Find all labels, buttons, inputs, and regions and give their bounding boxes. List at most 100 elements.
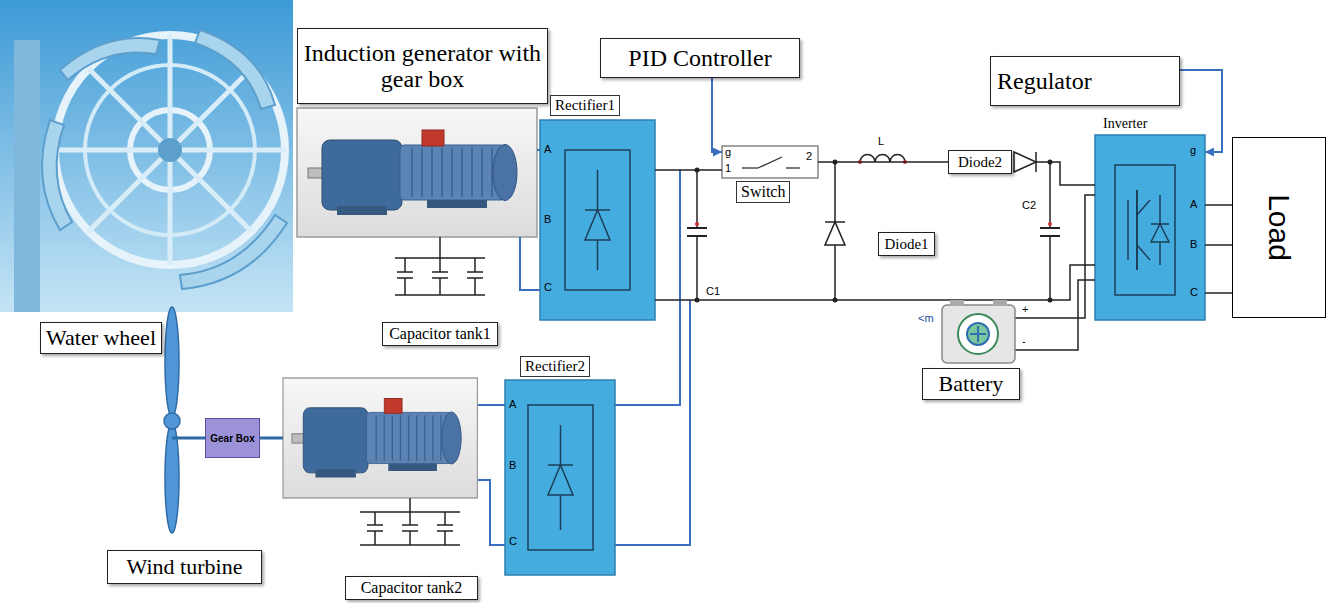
battery-picture: [942, 300, 1015, 363]
water-wheel-picture: [180, 215, 287, 289]
capacitor-bank-symbol: [474, 258, 476, 272]
rectifier-block: [540, 120, 655, 320]
inductor-symbol: [860, 155, 905, 163]
circuit-wire: [1205, 244, 1232, 246]
inverter-block: [1127, 200, 1129, 260]
capacitor-marker: [1048, 222, 1052, 226]
node-label: Capacitor tank2: [361, 579, 463, 597]
diode-symbol: [1014, 152, 1036, 172]
water-wheel-picture: [14, 40, 40, 312]
inverter-block: [1095, 135, 1205, 320]
capacitor-bank-symbol: [439, 237, 441, 258]
pin-label: -: [1022, 336, 1026, 347]
controller-box: PID Controller: [600, 38, 800, 78]
inverter-block: [1115, 165, 1175, 295]
inverter-block: [1136, 190, 1138, 270]
capacitor-bank-symbol: [467, 271, 483, 273]
capacitor-bank-symbol: [404, 278, 406, 295]
rectifier-block: [585, 209, 610, 211]
circuit-wire: [1015, 280, 1095, 350]
label-box: Battery: [922, 368, 1020, 400]
capacitor-bank-symbol: [374, 512, 376, 525]
junction-dot: [695, 160, 1053, 303]
capacitor-symbol: [1040, 227, 1060, 229]
label-box: Capacitor tank1: [382, 322, 498, 346]
capacitor-bank-symbol: [444, 512, 446, 525]
node-label: Induction generator with gear box: [298, 40, 547, 93]
rectifier-block: [548, 464, 573, 466]
pin-label: <m: [918, 313, 934, 324]
inverter-block: [1137, 200, 1150, 215]
capacitor-marker: [695, 222, 1052, 226]
circuit-wire: [696, 236, 698, 300]
rectifier-block: [505, 380, 615, 575]
wind-turbine-picture: [172, 437, 205, 440]
capacitor-bank-symbol: [409, 512, 411, 525]
node-label: Regulator: [997, 68, 1092, 94]
rectifier-block: [548, 465, 573, 495]
switch-block: [742, 167, 758, 168]
rectifier-block: [565, 150, 630, 290]
capacitor-symbol: [1040, 235, 1060, 237]
water-wheel-picture: [60, 38, 160, 80]
pin-label: A: [509, 399, 516, 410]
pin-label: +: [1022, 304, 1028, 315]
capacitor-symbol: [687, 235, 707, 237]
water-wheel-picture: [0, 0, 293, 312]
pin-label: A: [544, 144, 551, 155]
pin-label: C1: [706, 286, 720, 297]
label-box: Water wheel: [40, 322, 162, 354]
node-label: PID Controller: [628, 45, 771, 71]
pin-label: C2: [1022, 200, 1036, 211]
capacitor-bank-symbol: [439, 278, 441, 295]
pin-label: B: [544, 214, 551, 225]
junction-dot: [1048, 160, 1053, 165]
diode-symbol: [1035, 152, 1037, 172]
circuit-wire: [1049, 162, 1051, 228]
circuit-wire: [818, 161, 948, 163]
block-title: Inverter: [1103, 116, 1147, 132]
circuit-wire: [1049, 236, 1051, 300]
circuit-wire: [696, 170, 698, 228]
switch-block: [722, 146, 818, 178]
battery-picture: [967, 323, 989, 345]
pin-label: 1: [725, 163, 731, 174]
label-box: Induction generator with gear box: [297, 28, 548, 104]
switch-block: Switch: [722, 146, 818, 178]
capacitor-bank-symbol: [432, 271, 448, 273]
block-title: Rectifier1: [550, 95, 620, 116]
switch-block: [758, 157, 782, 168]
inverter-block: [1095, 135, 1205, 320]
capacitor-marker: [695, 222, 699, 226]
battery-picture: [993, 300, 1007, 306]
capacitor-symbol: [687, 227, 707, 229]
node-label: Diode1: [884, 236, 928, 253]
capacitor-bank-symbol: [409, 498, 411, 512]
signal-line: [1180, 70, 1222, 152]
switch-block: [722, 146, 818, 178]
gearbox-box: Gear Box: [205, 418, 260, 458]
junction-dot: [695, 298, 700, 303]
circuit-wire: [1015, 195, 1095, 318]
node-label: Wind turbine: [127, 555, 243, 579]
circuit-wire: [1205, 292, 1232, 294]
water-wheel-picture: [195, 30, 275, 109]
label-box: Wind turbine: [107, 550, 262, 584]
phase-wire: [1205, 204, 1232, 206]
circuit-wire: [655, 169, 722, 171]
capacitor-bank-symbol: [437, 524, 453, 526]
phase-wire: [478, 404, 505, 406]
inverter-block: [1137, 245, 1150, 260]
rectifier-block: [540, 120, 655, 320]
pin-label: B: [1190, 239, 1197, 250]
load-box: Load: [1232, 137, 1326, 318]
pin-label: g: [725, 147, 731, 158]
pin-label: C: [509, 536, 517, 547]
pin-label: g: [1190, 145, 1196, 156]
capacitor-bank-symbol: [404, 258, 406, 272]
rectifier-block: [585, 210, 610, 240]
water-wheel-picture: [42, 120, 72, 230]
circuit-wire: [834, 245, 836, 300]
generator-picture: [297, 108, 537, 237]
